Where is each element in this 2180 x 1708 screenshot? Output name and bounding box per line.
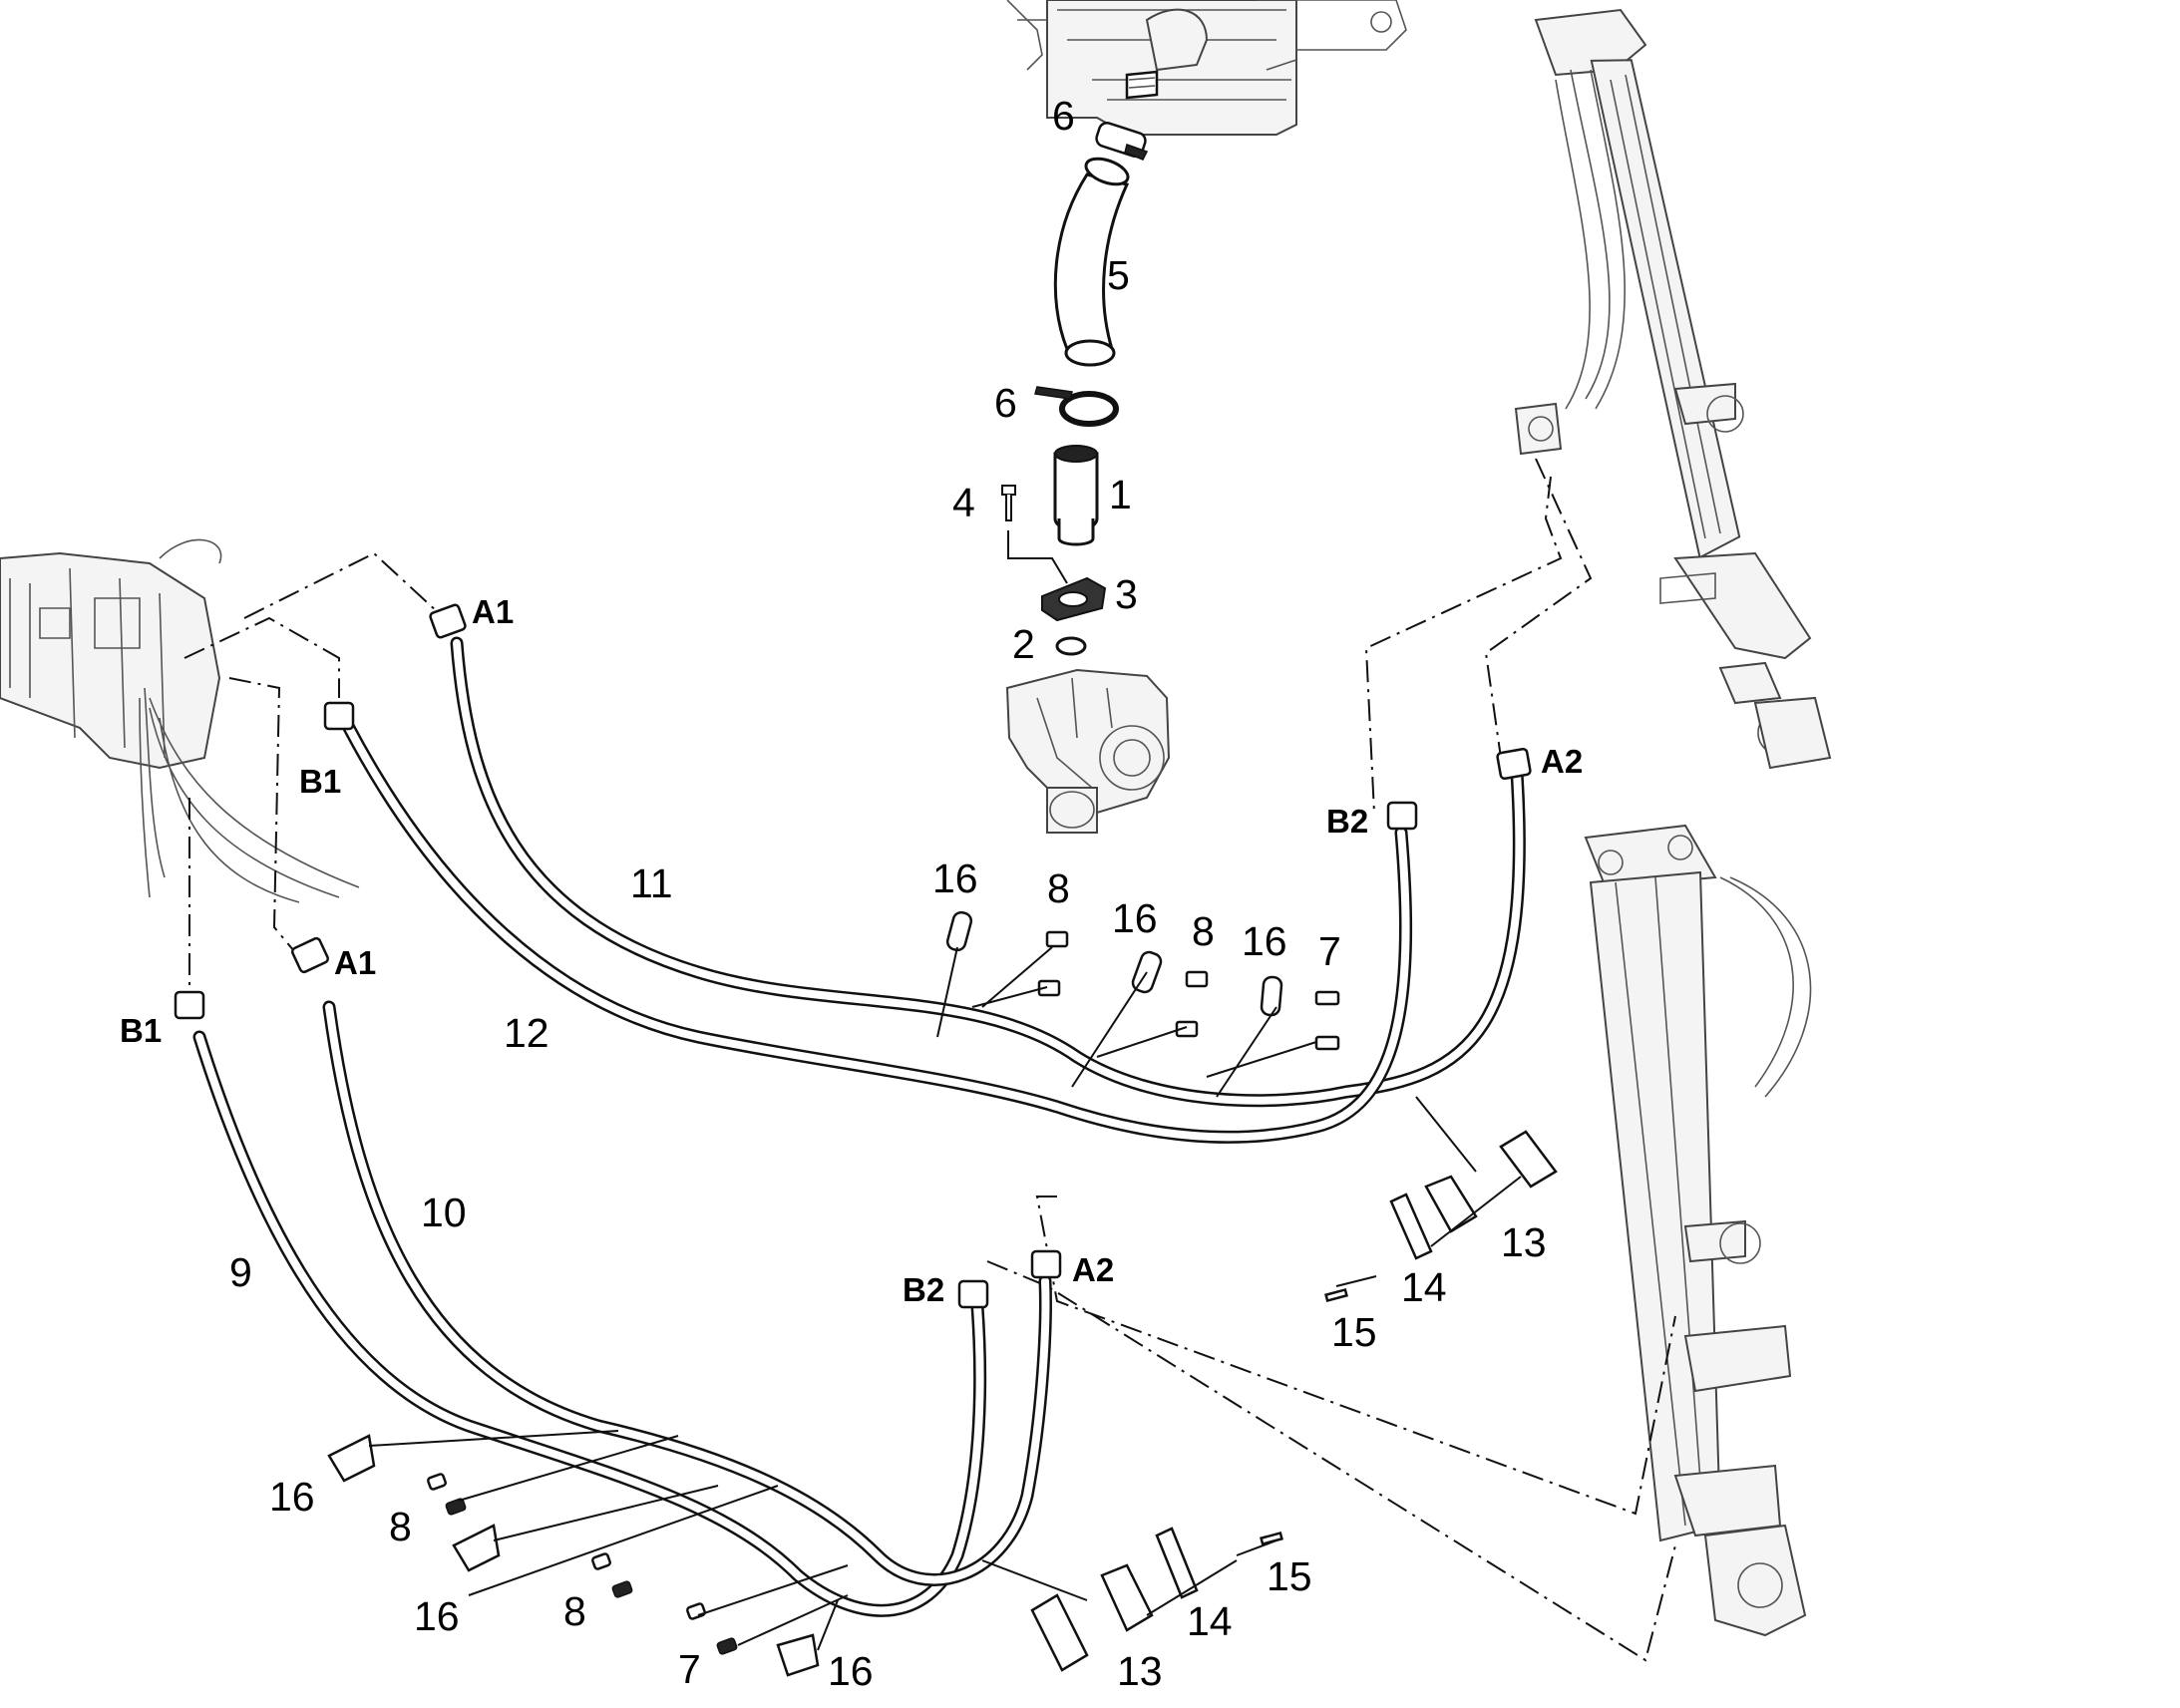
callout-labels: 1 2 3 4 5 6 6 7 7 8 8 8 8 9 10 11 12 13 … [229,93,1547,1694]
callout-10: 10 [421,1190,467,1235]
callout-16-upper-b: 16 [1112,895,1158,941]
callout-16-lower-c: 16 [828,1648,874,1694]
port-b2-lower: B2 [903,1271,944,1308]
callout-12: 12 [504,1010,549,1056]
lower-hydraulic-cylinder [1584,824,1812,1637]
flange-3 [1041,576,1107,622]
port-b1-upper: B1 [299,763,341,800]
control-valve-block [0,538,360,903]
callout-7-lower: 7 [678,1646,701,1692]
hoses [192,636,1526,1617]
connection-lines [183,458,1676,1662]
port-a2-lower: A2 [1072,1251,1114,1288]
bolt-4 [1001,485,1068,584]
callout-15-upper: 15 [1331,1309,1377,1355]
callout-8-upper-b: 8 [1192,908,1215,954]
hose-11 [450,636,1526,1108]
hose-clamp-lower [1034,386,1119,427]
port-b2-upper: B2 [1326,803,1368,840]
callout-4: 4 [952,480,975,525]
port-a1-lower: A1 [334,944,376,981]
callout-9: 9 [229,1249,252,1295]
port-labels: A1 B1 A1 B1 B2 A2 B2 A2 [120,593,1583,1308]
callout-13-upper: 13 [1501,1219,1547,1265]
port-b1-lower: B1 [120,1012,162,1049]
hose-clamp-upper [1095,122,1149,161]
clamp-set-lower [1030,1527,1283,1672]
callout-5: 5 [1107,252,1130,298]
hose-fittings [174,603,1532,1309]
callout-6-lower: 6 [994,380,1017,426]
callout-2: 2 [1012,621,1035,667]
callout-3: 3 [1115,571,1138,617]
callout-leaders [368,946,1477,1651]
bent-hose-5 [1053,157,1130,367]
callout-16-lower-b: 16 [414,1593,460,1639]
suction-stack [1001,70,1159,656]
hose-9 [192,1030,987,1617]
callout-16-lower-a: 16 [269,1474,315,1520]
port-a1-upper: A1 [472,593,514,630]
hydraulic-pump [1005,668,1171,834]
callout-8-lower-b: 8 [563,1588,586,1634]
port-a2-upper: A2 [1541,743,1583,780]
callout-7-upper: 7 [1318,928,1341,974]
gearbox-housing [1006,0,1407,136]
o-ring-2 [1055,636,1087,656]
hose-protectors-lower [327,1434,820,1677]
callout-14-upper: 14 [1401,1264,1447,1310]
callout-6-upper: 6 [1052,93,1075,139]
callout-16-upper-a: 16 [932,855,978,901]
callout-8-lower-a: 8 [389,1504,412,1549]
callout-11: 11 [630,860,673,906]
callout-14-lower: 14 [1187,1598,1233,1644]
callout-8-upper-a: 8 [1047,865,1070,911]
callout-15-lower: 15 [1267,1553,1312,1599]
upper-hydraulic-cylinder [1514,8,1832,770]
adapter-sleeve-1 [1053,445,1099,546]
callout-1: 1 [1109,472,1132,517]
clamp-set-upper [1324,1130,1558,1303]
callout-16-upper-c: 16 [1242,918,1287,964]
callout-13-lower: 13 [1117,1648,1163,1694]
